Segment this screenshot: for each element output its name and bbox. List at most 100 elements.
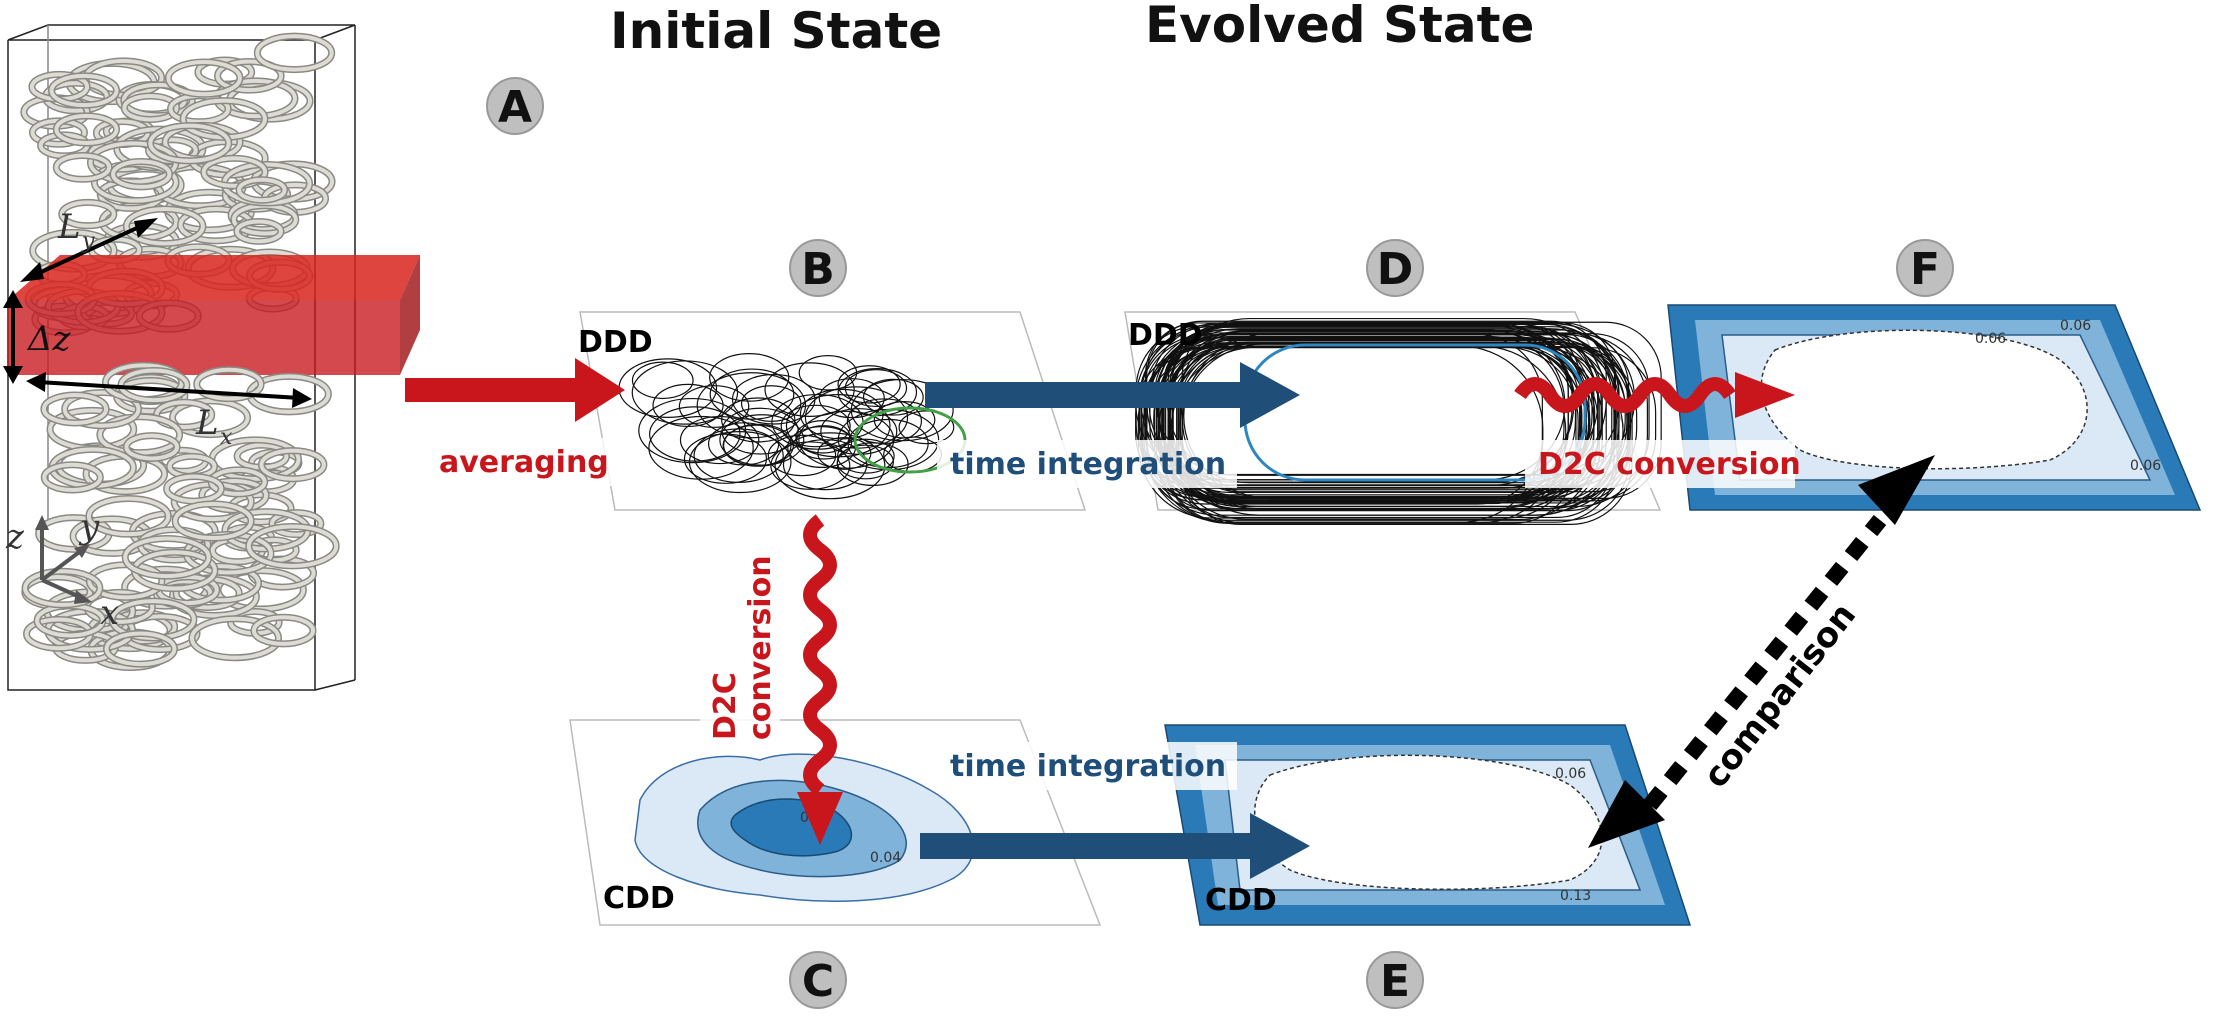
ddd-loop xyxy=(862,378,924,416)
contour-label-f2: 0.06 xyxy=(2060,318,2091,334)
panel-e-label: CDD xyxy=(1205,883,1277,918)
ddd-loop xyxy=(836,444,895,480)
ddd-loop xyxy=(767,434,837,477)
badge-d xyxy=(1366,239,1424,297)
panel-b-label: DDD xyxy=(578,325,653,360)
averaging-slab xyxy=(8,255,420,375)
dislocation-loop-highlight xyxy=(251,615,316,646)
dislocation-loop-highlight xyxy=(215,59,284,93)
dz-label: Δz xyxy=(26,319,72,359)
d2c-top-label: D2C conversion xyxy=(1538,447,1801,482)
ddd-evolved-loop xyxy=(1167,341,1599,521)
coordinate-axes xyxy=(35,515,92,604)
dislocation-loop-highlight xyxy=(49,73,119,108)
dislocation-loop-highlight xyxy=(234,219,283,244)
d2c-vertical-arrow: D2C conversion xyxy=(700,514,843,845)
ddd-loop xyxy=(678,385,750,428)
dislocation-loop-highlight xyxy=(54,153,112,182)
ddd-loop xyxy=(638,397,747,464)
lx-subscript: x xyxy=(220,425,233,450)
dislocation-loop-highlight xyxy=(123,536,211,579)
comparison-label: comparison xyxy=(1696,596,1864,796)
ddd-loop xyxy=(683,433,768,484)
time-integration-bottom-arrow: time integration xyxy=(920,742,1310,879)
time-integration-bottom-label: time integration xyxy=(950,749,1226,784)
lx-label: L xyxy=(195,403,219,443)
dislocation-loop-highlight xyxy=(124,207,205,246)
ddd-loop xyxy=(818,378,885,419)
dislocation-loop-highlight xyxy=(246,524,339,568)
ddd-loop xyxy=(798,355,858,391)
averaging-label: averaging xyxy=(439,445,609,480)
ddd-evolved-loops xyxy=(1135,317,1662,525)
ddd-loop xyxy=(844,369,908,408)
dislocation-loop-highlight xyxy=(59,200,116,228)
panel-f: 0.06 0.06 0.06 F xyxy=(1667,239,2202,511)
ddd-loop xyxy=(837,365,901,404)
ddd-loop xyxy=(740,385,802,422)
ddd-loop xyxy=(770,441,851,490)
dislocation-loop-highlight xyxy=(41,392,109,425)
badge-b-text: B xyxy=(801,244,835,295)
ly-dimension xyxy=(20,218,158,282)
dislocation-loop-highlight xyxy=(173,501,254,541)
panel-c-label: CDD xyxy=(603,881,675,916)
ddd-loop xyxy=(709,368,795,420)
badge-c xyxy=(789,951,847,1009)
dislocation-loop-highlight xyxy=(111,159,172,189)
panel-d-label: DDD xyxy=(1128,318,1203,353)
badge-b xyxy=(789,239,847,297)
ddd-loop xyxy=(731,373,816,425)
badge-f xyxy=(1896,239,1954,297)
ddd-loop xyxy=(780,404,851,448)
badge-c-text: C xyxy=(802,956,834,1007)
y-axis-label: y xyxy=(78,507,100,547)
contour-label-c2: 0.04 xyxy=(870,850,901,866)
time-integration-top-arrow: time integration xyxy=(925,362,1300,488)
ddd-loop xyxy=(688,431,792,494)
ly-subscript: y xyxy=(81,229,95,254)
dislocation-loop-highlight xyxy=(124,433,180,461)
dislocation-loop-highlight xyxy=(255,34,334,72)
ddd-evolved-loop xyxy=(1143,337,1603,501)
dislocation-loop-highlight xyxy=(54,113,119,145)
ly-label: L xyxy=(57,207,81,247)
dislocation-loop-highlight xyxy=(201,156,268,188)
contour-label-e1: 0.06 xyxy=(1555,766,1586,782)
badge-e xyxy=(1366,951,1424,1009)
badge-f-text: F xyxy=(1910,244,1940,295)
d2c-top-arrow: D2C conversion xyxy=(1514,372,1801,488)
time-integration-top-label: time integration xyxy=(950,447,1226,482)
contour-label-f1: 0.06 xyxy=(1975,331,2006,347)
dislocation-loop-highlight xyxy=(237,177,287,203)
panel-a-box: L y Δz L x z y x A xyxy=(3,24,544,691)
ddd-evolved-loop xyxy=(1170,346,1624,516)
dislocation-loop-highlight xyxy=(97,414,182,455)
badge-e-text: E xyxy=(1380,956,1410,1007)
dislocation-loop-highlight xyxy=(189,616,281,660)
dislocation-loop-highlight xyxy=(148,123,231,163)
ddd-loop xyxy=(774,432,886,500)
dislocation-loops-bottom xyxy=(21,361,340,672)
ddd-loop xyxy=(782,439,868,491)
dislocation-loop-highlight xyxy=(170,398,250,437)
averaging-arrow: averaging xyxy=(405,358,625,486)
ddd-loop xyxy=(648,415,754,480)
dislocation-loop-highlight xyxy=(259,448,326,481)
ddd-loop xyxy=(795,425,853,460)
ddd-loop xyxy=(679,415,760,465)
ddd-loop xyxy=(631,361,694,400)
ddd-loop xyxy=(696,372,807,439)
dislocation-loop-highlight xyxy=(154,400,214,430)
initial-state-header: Initial State xyxy=(610,2,942,60)
dislocation-loop-highlight xyxy=(62,390,141,428)
ddd-loop xyxy=(873,401,936,439)
z-axis-label: z xyxy=(5,517,25,557)
panel-e: 0.06 0.13 CDD E xyxy=(1164,724,1692,1009)
ddd-loop xyxy=(764,362,855,417)
ddd-evolved-loop xyxy=(1168,342,1588,510)
ddd-loop xyxy=(709,353,790,402)
dislocation-loop-highlight xyxy=(164,474,224,504)
badge-d-text: D xyxy=(1377,244,1414,295)
